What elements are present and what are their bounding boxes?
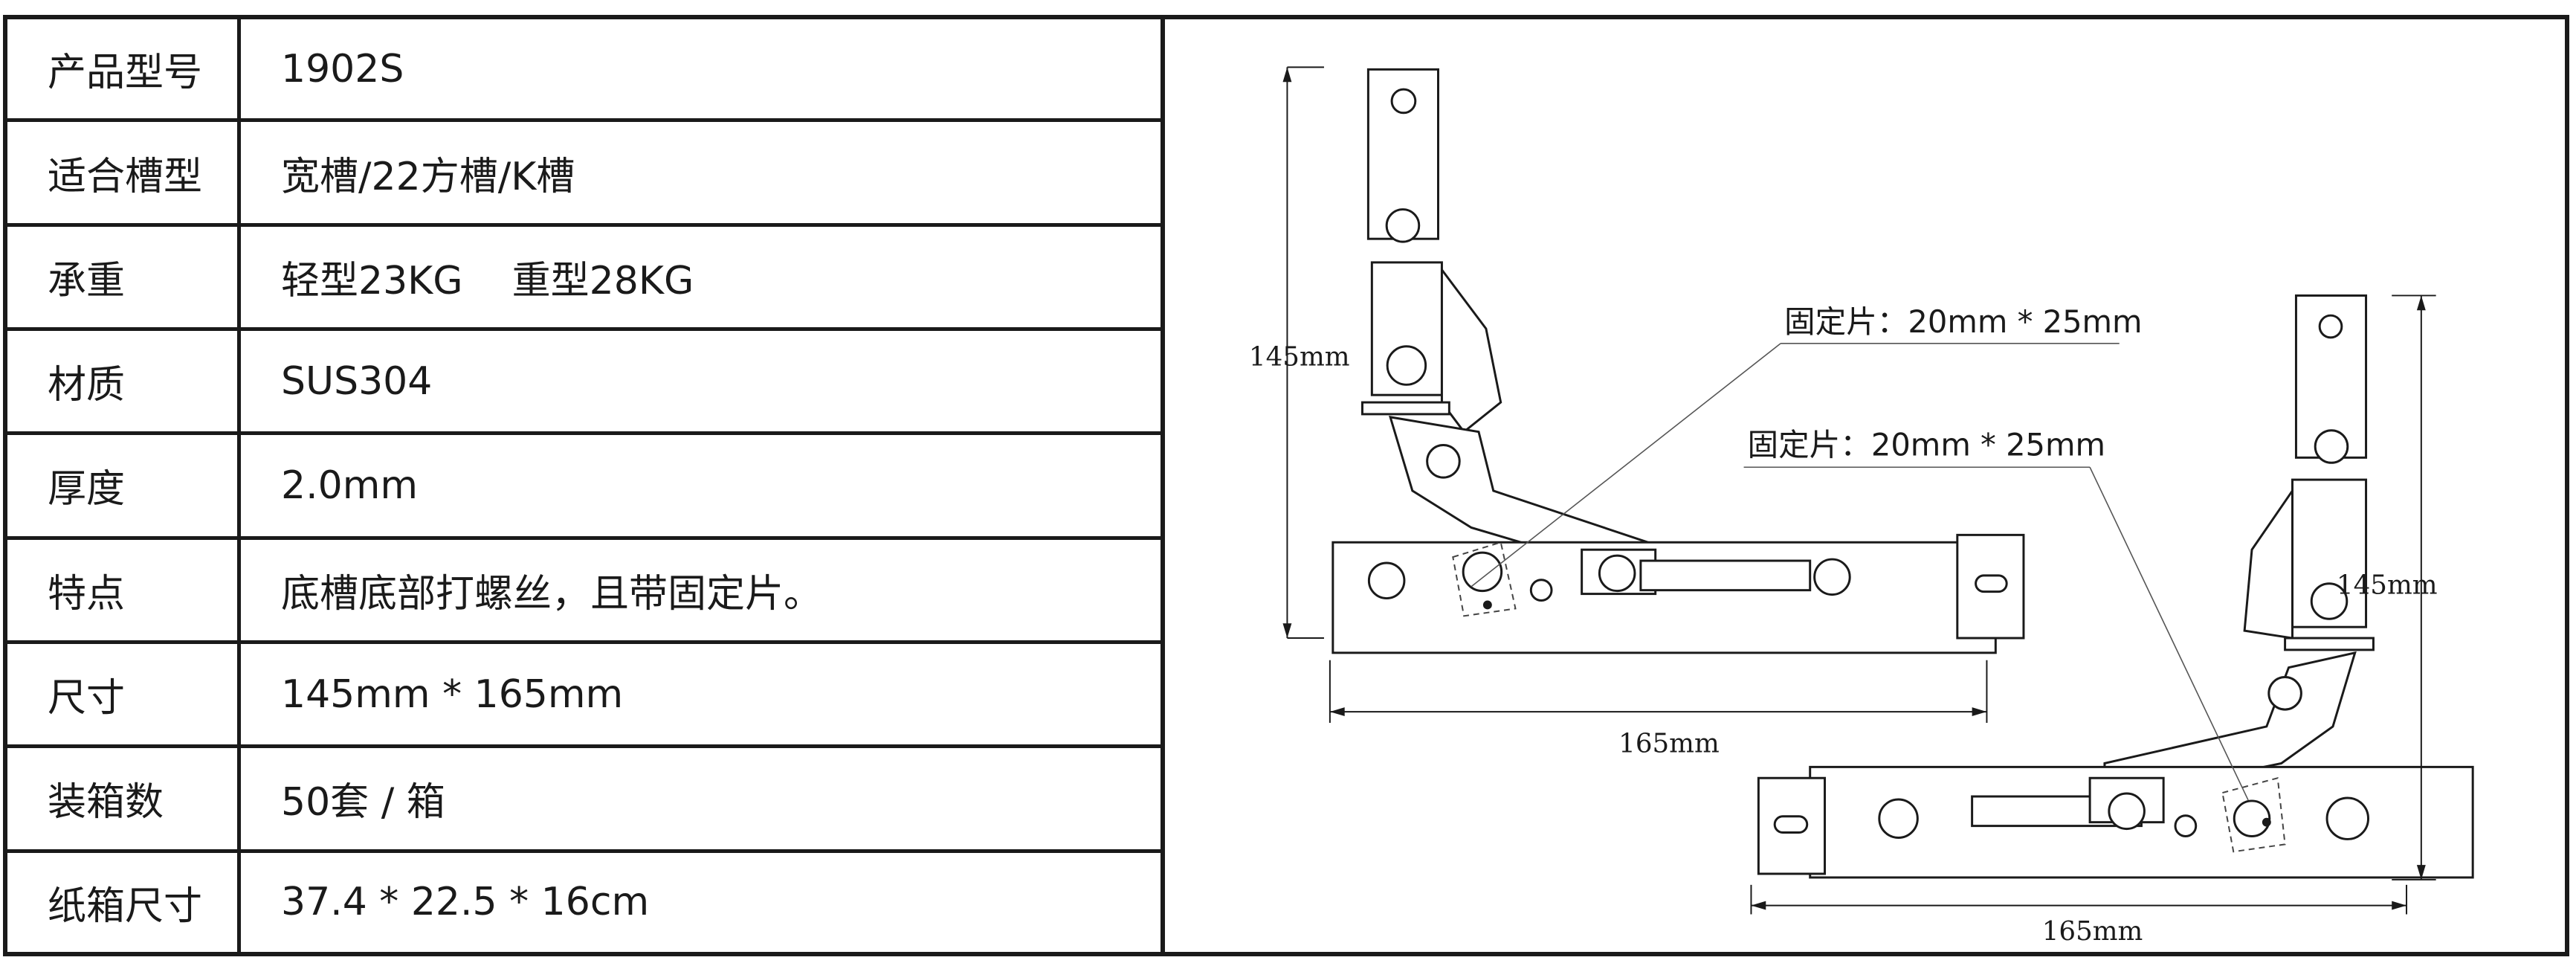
left-width-dim: 165mm	[1618, 729, 1720, 759]
right-height-dim: 145mm	[2337, 570, 2438, 601]
spec-value: 轻型23KG 重型28KG	[237, 222, 1165, 332]
hinge-drawing: 145mm	[1249, 66, 2474, 947]
left-base-plate	[1331, 541, 1997, 654]
spec-value: 50套 / 箱	[237, 744, 1165, 853]
technical-drawing-panel: 145mm	[1165, 19, 2565, 952]
spec-label: 适合槽型	[7, 118, 241, 227]
spec-label: 产品型号	[7, 19, 241, 123]
spec-value: 145mm * 165mm	[237, 640, 1165, 749]
right-callout-label: 固定片：20mm * 25mm	[1748, 426, 2106, 463]
left-callout-label: 固定片：20mm * 25mm	[1784, 303, 2143, 340]
left-hinge-view: 145mm	[1249, 66, 2143, 759]
spec-value: 1902S	[237, 19, 1165, 123]
spec-label: 材质	[7, 327, 241, 436]
spec-row: 特点底槽底部打螺丝，且带固定片。	[7, 535, 1165, 644]
spec-label: 尺寸	[7, 640, 241, 749]
spec-value: 37.4 * 22.5 * 16cm	[237, 849, 1165, 952]
right-width-dim: 165mm	[2042, 916, 2143, 947]
left-height-dim: 145mm	[1249, 342, 1350, 373]
spec-value: SUS304	[237, 327, 1165, 436]
spec-row: 承重轻型23KG 重型28KG	[7, 222, 1165, 332]
spec-label: 厚度	[7, 431, 241, 540]
spec-label: 特点	[7, 535, 241, 644]
spec-label: 装箱数	[7, 744, 241, 853]
right-hinge-view: 145mm 165mm 固定片：20mm * 25mm	[1743, 294, 2474, 947]
spec-label: 纸箱尺寸	[7, 849, 241, 952]
spec-value: 2.0mm	[237, 431, 1165, 540]
spec-label: 承重	[7, 222, 241, 332]
spec-value: 底槽底部打螺丝，且带固定片。	[237, 535, 1165, 644]
spec-row: 适合槽型宽槽/22方槽/K槽	[7, 118, 1165, 227]
spec-value: 宽槽/22方槽/K槽	[237, 118, 1165, 227]
